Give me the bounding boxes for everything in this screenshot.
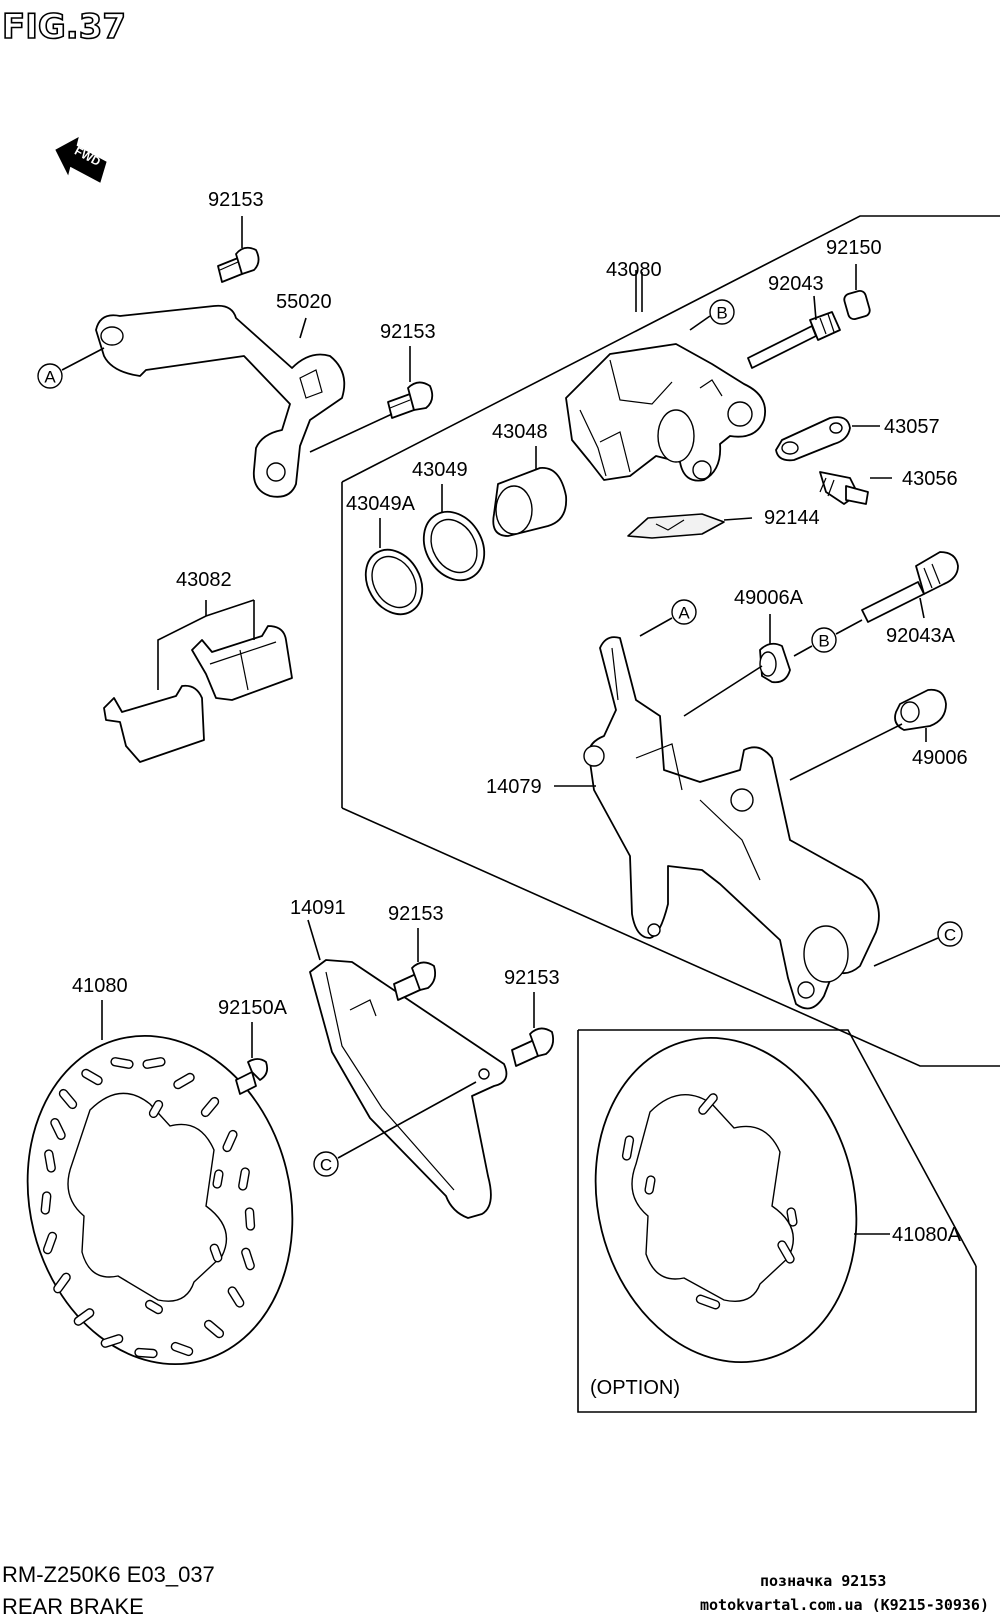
piston-43048 — [492, 467, 568, 537]
seal-43049 — [422, 510, 486, 582]
callout-c-guard — [313, 1151, 339, 1177]
designation-text: позначка 92153 — [760, 1572, 886, 1590]
label-43048: 43048 — [492, 421, 548, 443]
callout-a-bracket-label: A — [678, 604, 690, 623]
cap-92150 — [843, 289, 871, 321]
label-92043: 92043 — [768, 273, 824, 295]
pin-92043A — [861, 551, 959, 623]
callout-b-pin — [811, 627, 837, 653]
label-92150: 92150 — [826, 237, 882, 259]
pads-43082 — [103, 625, 293, 763]
caliper-group-frame — [341, 215, 1000, 483]
label-49006: 49006 — [912, 747, 968, 769]
label-43082: 43082 — [176, 569, 232, 591]
section-name: REAR BRAKE — [2, 1594, 144, 1619]
valve-43056 — [819, 471, 869, 505]
bracket-55020 — [95, 304, 346, 498]
disc-41080A — [594, 1036, 858, 1364]
boot-49006 — [894, 688, 947, 731]
label-49006A: 49006A — [734, 587, 804, 609]
callout-b-top-label: B — [716, 304, 727, 323]
bolt-92150A — [235, 1058, 269, 1095]
spring-92144 — [627, 513, 725, 539]
option-label: (OPTION) — [590, 1377, 680, 1399]
label-92153-mid: 92153 — [380, 321, 436, 343]
label-92150A: 92150A — [218, 997, 288, 1019]
label-43057: 43057 — [884, 416, 940, 438]
callout-a-left-label: A — [44, 368, 56, 387]
label-43049A: 43049A — [346, 493, 416, 515]
bolt-92153-mid — [387, 381, 434, 419]
label-43049: 43049 — [412, 459, 468, 481]
callout-a-bracket — [671, 599, 697, 625]
label-92043A: 92043A — [886, 625, 956, 647]
callout-c-bracket-label: C — [944, 926, 956, 945]
option-frame — [577, 1030, 977, 1413]
pin-92043 — [747, 311, 841, 369]
cap-43057 — [775, 416, 851, 462]
label-41080A: 41080A — [892, 1224, 962, 1246]
label-55020: 55020 — [276, 291, 332, 313]
label-41080: 41080 — [72, 975, 128, 997]
bolt-92153-guard2 — [511, 1027, 555, 1067]
label-14091: 14091 — [290, 897, 346, 919]
caliper-43080 — [565, 343, 766, 482]
bolt-92153-top — [217, 246, 260, 283]
callout-c-guard-label: C — [320, 1156, 332, 1175]
label-43056: 43056 — [902, 468, 958, 490]
callout-b-top — [709, 299, 735, 325]
bolt-92153-guard1 — [393, 961, 437, 1001]
callout-b-pin-label: B — [818, 632, 829, 651]
model-code: RM-Z250K6 E03_037 — [2, 1562, 215, 1587]
callout-c-bracket — [937, 921, 963, 947]
label-92153-guard2: 92153 — [504, 967, 560, 989]
label-14079: 14079 — [486, 776, 542, 798]
figure-title: FIG.37 — [2, 7, 126, 47]
disc-41080 — [26, 1034, 294, 1366]
label-43080: 43080 — [606, 259, 662, 281]
label-92144: 92144 — [764, 507, 820, 529]
guard-14091 — [309, 959, 508, 1219]
bracket-14079 — [583, 636, 880, 1010]
fwd-arrow-icon: FWD — [55, 137, 107, 183]
boot-49006A — [759, 642, 791, 684]
disc-41080-slots — [40, 1057, 256, 1359]
label-92153-guard1: 92153 — [388, 903, 444, 925]
label-92153-top: 92153 — [208, 189, 264, 211]
seal-43049A — [364, 548, 424, 616]
site-reference: motokvartal.com.ua (K9215-30936) — [700, 1596, 989, 1614]
callout-a-left — [37, 363, 63, 389]
